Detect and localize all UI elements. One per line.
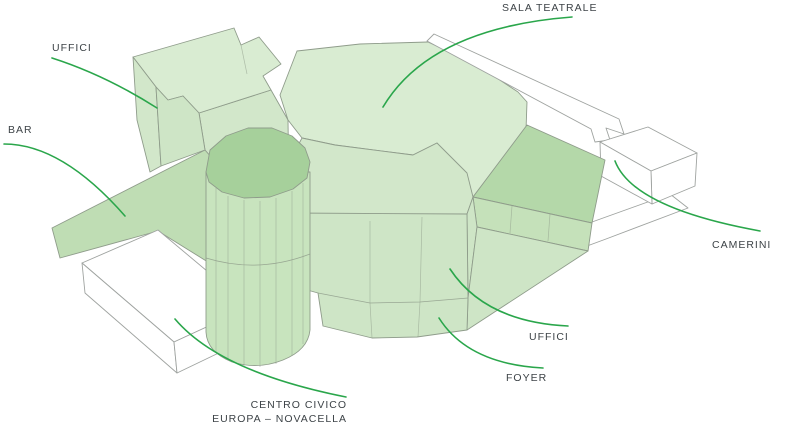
leader-line-uffici-right — [449, 268, 569, 327]
label-uffici-top: UFFICI — [52, 42, 92, 54]
title-line-2: EUROPA – NOVACELLA — [212, 413, 347, 426]
label-bar: BAR — [8, 124, 33, 136]
office-wing — [132, 27, 282, 173]
label-foyer: FOYER — [506, 372, 548, 384]
leader-line-uffici-top — [51, 57, 158, 109]
title-line-1: CENTRO CIVICO — [250, 399, 347, 411]
label-camerini: CAMERINI — [712, 239, 772, 251]
label-centro-civico: CENTRO CIVICO EUROPA – NOVACELLA — [212, 398, 347, 426]
faceted-tower — [205, 127, 311, 367]
leader-line-sala-teatrale — [382, 16, 573, 108]
leader-line-foyer — [438, 317, 544, 369]
leader-line-centro-civico — [174, 318, 347, 398]
label-sala-teatrale: SALA TEATRALE — [502, 2, 598, 14]
label-uffici-right: UFFICI — [529, 331, 569, 343]
foyer-block — [289, 212, 469, 339]
leader-lines — [3, 16, 761, 398]
uffici-wing — [466, 124, 606, 331]
leader-line-bar — [3, 143, 126, 217]
leader-line-camerini — [614, 160, 761, 232]
